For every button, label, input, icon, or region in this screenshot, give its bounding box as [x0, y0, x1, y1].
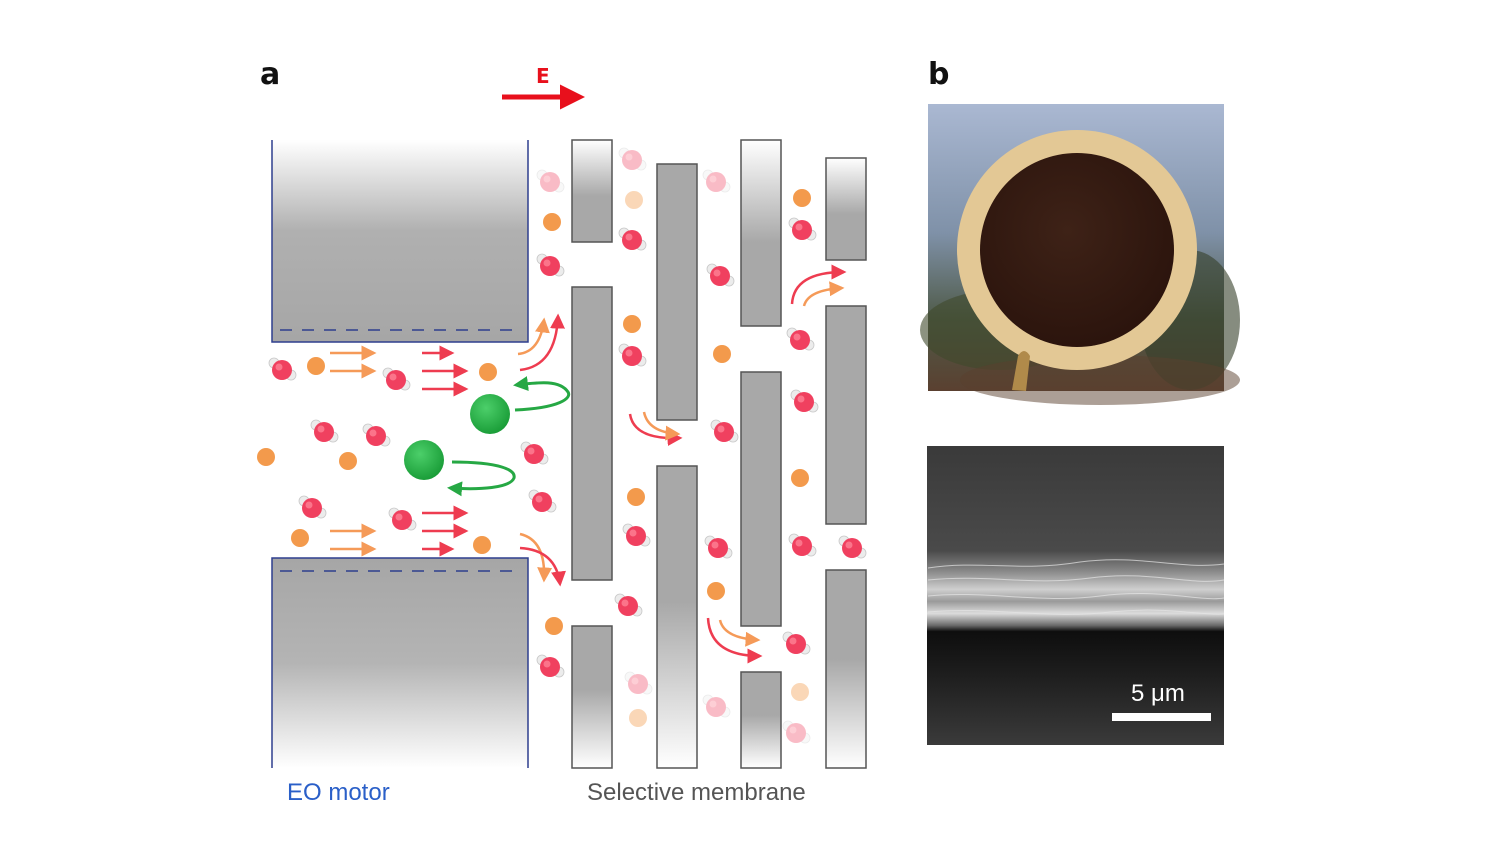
- tweezer-tip: [1012, 351, 1030, 391]
- panel-b-label: b: [928, 57, 949, 92]
- eo-motor-top-wall: [272, 140, 528, 342]
- water-molecule-icon: [702, 169, 731, 193]
- water-molecule-icon: [706, 263, 735, 287]
- water-molecule-icon: [788, 217, 817, 241]
- counter-ion-icon: [623, 315, 641, 333]
- water-molecule-icon: [624, 671, 653, 695]
- eo-motor-bottom-wall: [272, 558, 528, 768]
- scale-bar: [1112, 713, 1211, 721]
- counter-ion-icon: [627, 488, 645, 506]
- panel-a-label: a: [260, 57, 280, 92]
- counter-ion-icon: [791, 469, 809, 487]
- water-molecule-icon: [618, 343, 647, 367]
- scale-bar-label: 5 μm: [1131, 680, 1185, 707]
- water-molecule-icon: [618, 227, 647, 251]
- sem-cross-section: 5 μm: [927, 446, 1225, 745]
- water-molecule-icon: [268, 357, 297, 381]
- counter-ion-icon: [793, 189, 811, 207]
- water-molecule-icon: [786, 327, 815, 351]
- water-molecule-icon: [702, 694, 731, 718]
- water-molecule-icon: [536, 253, 565, 277]
- counter-ion-icon: [625, 191, 643, 209]
- particles: [257, 147, 867, 744]
- counter-ion-icon: [291, 529, 309, 547]
- counter-ion-icon: [545, 617, 563, 635]
- membrane-pillar: [656, 163, 698, 421]
- selective-membrane-caption: Selective membrane: [587, 779, 806, 806]
- large-ion-icon: [470, 394, 510, 434]
- water-molecule-icon: [838, 535, 867, 559]
- water-molecule-icon: [388, 507, 417, 531]
- field-label: E: [536, 64, 550, 88]
- water-molecule-icon: [704, 535, 733, 559]
- water-molecule-icon: [528, 489, 557, 513]
- counter-ion-icon: [791, 683, 809, 701]
- counter-ion-icon: [629, 709, 647, 727]
- membrane-pillar: [571, 625, 613, 769]
- membrane-pillar: [825, 157, 867, 261]
- panel-b: b 5 μm: [920, 57, 1240, 745]
- selective-membrane: [571, 139, 867, 769]
- water-molecule-icon: [710, 419, 739, 443]
- counter-ion-icon: [473, 536, 491, 554]
- water-molecule-icon: [520, 441, 549, 465]
- water-molecule-icon: [382, 367, 411, 391]
- film-center: [980, 153, 1174, 347]
- membrane-film-photo: [920, 104, 1240, 405]
- membrane-pillar: [740, 371, 782, 627]
- membrane-pillar: [825, 569, 867, 769]
- large-ion-return-arrows: [447, 376, 571, 497]
- eo-motor-caption: EO motor: [287, 779, 390, 806]
- water-molecule-icon: [310, 419, 339, 443]
- water-molecule-icon: [298, 495, 327, 519]
- counter-ion-icon: [339, 452, 357, 470]
- water-molecule-icon: [622, 523, 651, 547]
- eo-motor: [271, 140, 529, 768]
- electric-field-indicator: E: [502, 64, 585, 110]
- water-molecule-icon: [788, 533, 817, 557]
- water-molecule-icon: [782, 720, 811, 744]
- water-molecule-icon: [790, 389, 819, 413]
- membrane-pillar: [571, 139, 613, 243]
- membrane-pillar: [740, 139, 782, 327]
- membrane-pillar: [825, 305, 867, 525]
- water-molecule-icon: [618, 147, 647, 171]
- counter-ion-icon: [307, 357, 325, 375]
- counter-ion-icon: [713, 345, 731, 363]
- counter-ion-icon: [543, 213, 561, 231]
- membrane-pillar: [571, 286, 613, 581]
- panel-a: a E: [257, 57, 867, 806]
- water-molecule-icon: [614, 593, 643, 617]
- water-molecule-icon: [536, 654, 565, 678]
- water-molecule-icon: [536, 169, 565, 193]
- flow-arrows: [330, 264, 847, 664]
- counter-ion-icon: [707, 582, 725, 600]
- membrane-pillar: [656, 465, 698, 769]
- water-molecule-icon: [362, 423, 391, 447]
- water-molecule-icon: [782, 631, 811, 655]
- large-ion-icon: [404, 440, 444, 480]
- counter-ion-icon: [257, 448, 275, 466]
- membrane-pillar: [740, 671, 782, 769]
- counter-ion-icon: [479, 363, 497, 381]
